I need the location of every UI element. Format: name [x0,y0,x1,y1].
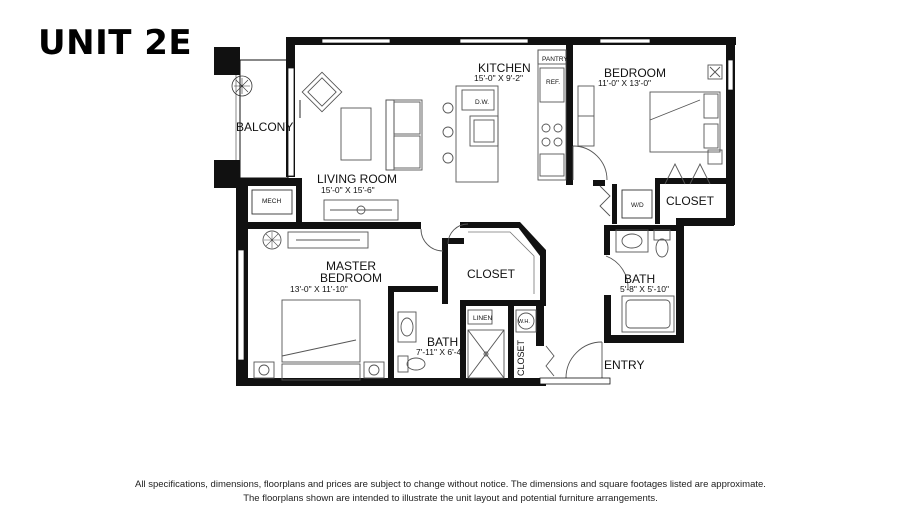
second-bath-label: BATH [624,272,655,286]
master-closet-label: CLOSET [467,267,516,281]
interior-walls [236,45,735,384]
linen-label: LINEN [473,315,492,322]
wh-label: W.H. [518,319,530,325]
living-room-label: LIVING ROOM [317,172,397,186]
living-furniture [299,71,423,221]
disclaimer-line-1: All specifications, dimensions, floorpla… [135,479,766,490]
wd-label: W/D [631,202,644,209]
mech-label: MECH [262,198,281,205]
kitchen-label: KITCHEN [478,61,531,75]
master-bath-dim: 7'-11" X 6'-4" [416,347,464,357]
bedroom-closet-label: CLOSET [666,194,715,208]
washer-dryer [621,189,653,219]
unit-title: UNIT 2E [38,23,193,63]
master-furniture [253,223,469,381]
kitchen-fixtures [442,49,567,183]
master-bedroom-label-1: MASTER [326,259,376,273]
bedroom-dim: 11'-0" X 13'-0" [598,78,651,88]
master-bedroom-dim: 13'-0" X 11'-10" [290,284,348,294]
balcony-label: BALCONY [236,120,293,134]
second-bath-fixtures [615,229,675,333]
hall-closet-label: CLOSET [516,339,526,376]
master-bath-label: BATH [427,335,458,349]
bedroom-furniture [572,64,723,217]
balcony [231,59,295,179]
closet-shelves [468,231,535,294]
living-room-dim: 15'-0" X 15'-6" [321,185,375,195]
entry-doors [545,255,629,379]
master-bedroom-label-2: BEDROOM [320,271,382,285]
kitchen-dim: 15'-0" X 9'-2" [474,73,523,83]
disclaimer-line-2: The floorplans shown are intended to ill… [243,493,658,504]
floor-plan: BALCONY LIVING ROOM 15'-0" X 15'-6" KITC… [214,37,736,386]
master-bath-fixtures [397,309,537,379]
pantry-label: PANTRY [542,56,568,63]
plant-icon [231,75,253,97]
entry-label: ENTRY [604,358,644,372]
mech-box [251,189,293,215]
ref-label: REF. [546,79,560,86]
windows [237,38,734,361]
second-bath-dim: 5'-8" X 5'-10" [620,284,669,294]
bedroom-label: BEDROOM [604,66,666,80]
dw-label: D.W. [475,99,489,106]
